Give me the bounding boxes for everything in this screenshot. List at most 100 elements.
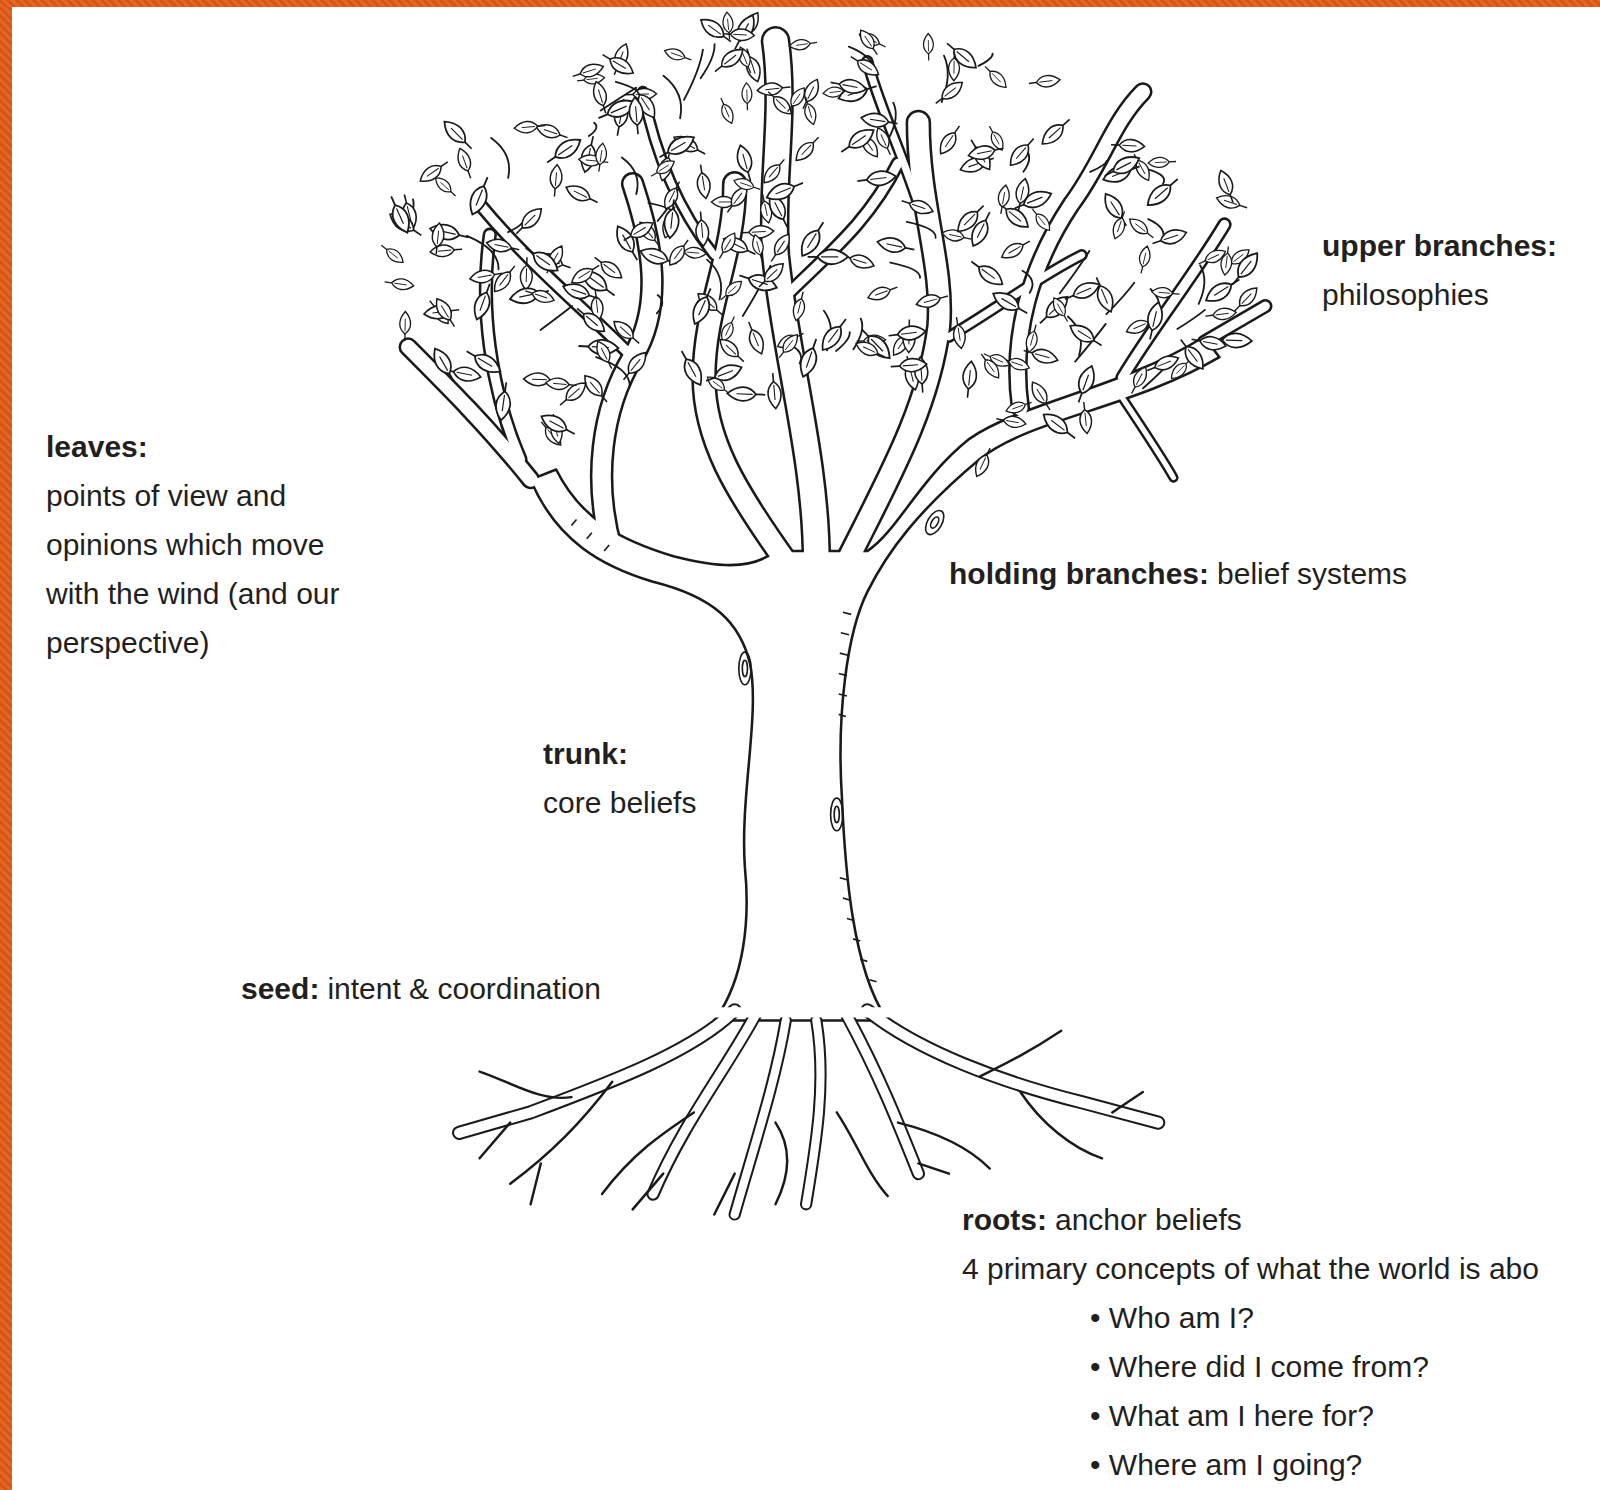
leaf-stem [451, 192, 456, 196]
leaf [522, 242, 562, 276]
leaf [1215, 168, 1239, 205]
leaf [1062, 278, 1102, 305]
leaf-vein [751, 60, 756, 74]
leaf-vein [743, 154, 747, 169]
leaf-vein [853, 259, 866, 263]
leaf-stem [889, 335, 898, 336]
twig [596, 357, 630, 386]
leaf-stem [1025, 402, 1031, 404]
leaf-blade [430, 244, 455, 258]
leaf [866, 282, 899, 303]
leaf [1143, 174, 1182, 211]
leaf-blade [907, 198, 935, 217]
leaf-blade [866, 169, 897, 187]
leaf [711, 45, 747, 77]
leaf-blade [792, 139, 817, 165]
leaf-stem [971, 262, 979, 267]
twig [1022, 271, 1032, 293]
leaf-vein [1027, 197, 1042, 203]
leaf [967, 256, 1006, 290]
leaf [432, 296, 460, 330]
leaf-stem [468, 171, 471, 178]
leaf-stem [1169, 161, 1176, 163]
leaf-vein [796, 44, 808, 46]
leaf-stem [782, 86, 790, 88]
leaf-vein [719, 201, 732, 202]
leaf-vein [1241, 261, 1251, 274]
leaf-stem [560, 135, 568, 138]
leaf [665, 237, 692, 269]
leaf-blade [518, 204, 546, 232]
leaf-vein [903, 365, 918, 366]
leaf-blade [1199, 335, 1227, 353]
leaf-vein [671, 212, 673, 228]
leaf-blade [764, 180, 797, 204]
leaf [1029, 206, 1054, 233]
leaf-blade [950, 44, 981, 73]
leaf [734, 143, 757, 182]
leaf [718, 278, 745, 304]
leaf-vein [437, 231, 438, 244]
leaf [385, 193, 414, 235]
leaf-blade [1130, 364, 1150, 389]
leaf-stem [1023, 241, 1030, 245]
leaf-blade [610, 317, 637, 343]
leaf [791, 290, 809, 321]
leaf-stem [1046, 403, 1050, 410]
leaf-stem [636, 125, 638, 134]
label-line: • Who am I? [962, 1293, 1539, 1342]
leaf [766, 231, 793, 265]
leaf-stem [1132, 387, 1135, 393]
leaf [796, 337, 823, 380]
leaf [742, 83, 753, 111]
leaf-blade [1030, 347, 1059, 367]
leaf-vein [1003, 192, 1005, 204]
leaf-vein [852, 136, 866, 145]
leaf-vein [964, 214, 975, 225]
leaf-vein [746, 90, 747, 102]
leaf-vein [583, 69, 596, 73]
leaf-vein [1057, 304, 1063, 314]
leaf [454, 146, 476, 180]
leaf-stem [986, 212, 990, 220]
leaf [694, 211, 710, 247]
leaf-vein [636, 106, 637, 122]
leaf-stem [1181, 340, 1186, 347]
leaf-vein [1012, 405, 1023, 409]
leaf-vein [1226, 339, 1243, 341]
label-line: • Where did I come from? [962, 1342, 1539, 1391]
leaf-blade [817, 250, 848, 265]
leaf-vein [532, 379, 547, 381]
leaf-blade [860, 111, 890, 129]
leaf-stem [715, 66, 722, 71]
leaf-stem [385, 281, 392, 283]
label-line: 4 primary concepts of what the world is … [962, 1244, 1539, 1293]
leaf-vein [598, 89, 602, 102]
leaf-stem [676, 182, 679, 189]
leaf-vein [724, 55, 736, 64]
leaf-vein [522, 126, 535, 127]
leaf [378, 241, 406, 266]
leaf-vein [476, 190, 482, 206]
leaf-stem [608, 362, 611, 369]
leaf-stem [741, 232, 749, 234]
leaf-stem [1150, 330, 1152, 339]
twig [890, 263, 920, 278]
leaf-vein [713, 381, 722, 388]
leaf-stem [591, 136, 593, 145]
leaf-vein [1176, 365, 1184, 373]
leaf-stem [831, 82, 840, 84]
leaf-blade [538, 410, 570, 436]
leaf [840, 250, 875, 272]
root-fills [459, 1010, 1158, 1214]
leaf [1136, 245, 1152, 275]
leaf-vein [977, 223, 984, 237]
leaf-stem [454, 248, 462, 250]
leaf [1028, 74, 1060, 89]
leaf-stem [1079, 394, 1082, 403]
leaf [757, 81, 791, 97]
leaf-stem [1234, 306, 1239, 312]
leaf-stem [748, 67, 751, 73]
leaf [716, 335, 748, 366]
leaf-vein [726, 325, 731, 336]
